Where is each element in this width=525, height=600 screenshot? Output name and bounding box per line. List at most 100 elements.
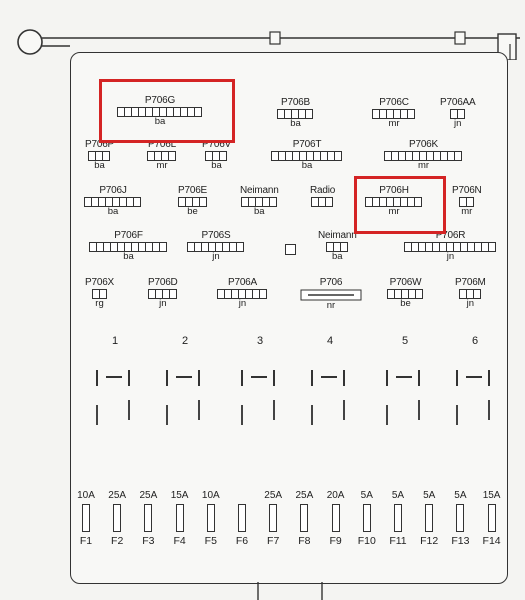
connector-pins xyxy=(440,109,476,119)
connector-pins xyxy=(277,109,313,119)
relay-pin xyxy=(128,400,130,420)
fuse-label: F10 xyxy=(357,535,376,547)
relay-socket xyxy=(386,366,420,388)
fuse-rating: 15A xyxy=(482,490,501,501)
relay-number: 5 xyxy=(402,335,409,347)
connector-color: mr xyxy=(461,206,473,217)
fuse-rating: 10A xyxy=(201,490,220,501)
fuse-body xyxy=(331,504,340,532)
connector-code: P706S xyxy=(201,230,231,241)
connector-color: jn xyxy=(238,298,247,309)
connector-code: P706J xyxy=(99,185,127,196)
connector-pins xyxy=(318,242,357,252)
bottom-bracket xyxy=(257,582,323,600)
fuse-body xyxy=(144,504,153,532)
fuse-rating: 5A xyxy=(423,490,436,501)
connector-code: P706V xyxy=(202,139,232,150)
highlight-box-p706h xyxy=(354,176,446,234)
fuse-label: F11 xyxy=(389,535,407,547)
connector-code: P706P xyxy=(85,139,115,150)
connector-pins xyxy=(177,197,207,207)
relay-socket xyxy=(96,366,130,388)
connector-color: jn xyxy=(212,251,220,262)
connector-pins xyxy=(372,109,415,119)
connector-color: ba xyxy=(254,206,265,217)
fuse-rating: 25A xyxy=(139,490,158,501)
connector-code: P706R xyxy=(435,230,466,241)
relay-number: 1 xyxy=(112,335,119,347)
connector-color: ba xyxy=(301,160,313,171)
fuse-body xyxy=(238,504,246,532)
connector-code: P706X xyxy=(85,277,115,288)
connector-color: mr xyxy=(156,160,168,171)
connector-p706: P706 nr xyxy=(300,277,362,311)
connector-color: ba xyxy=(107,206,119,217)
fuse-rating: 20A xyxy=(326,490,345,501)
relay-number: 4 xyxy=(327,335,334,347)
fuse-label: F4 xyxy=(173,535,186,547)
connector-code: P706E xyxy=(178,185,208,196)
connector-color: jn xyxy=(454,118,462,129)
fuse-label: F14 xyxy=(482,535,501,547)
connector-p706s: P706S jn xyxy=(187,230,244,262)
fuse-body xyxy=(425,504,434,532)
connector-code: P706C xyxy=(379,97,409,108)
connector-code: P706K xyxy=(408,139,439,150)
fuse-body xyxy=(113,504,122,532)
connector-code: P706L xyxy=(148,139,176,150)
fuse-f14: 15A F14 xyxy=(480,490,504,547)
connector-pins xyxy=(217,289,267,299)
fuse-label: F5 xyxy=(204,535,217,547)
connector-code: P706D xyxy=(148,277,178,288)
connector-pins xyxy=(271,151,342,161)
fuse-f10: 5A F10 xyxy=(355,490,379,547)
fuse-f13: 5A F13 xyxy=(448,490,472,547)
connector-code: Radio xyxy=(310,185,336,196)
connector-code: P706H xyxy=(379,185,409,196)
connector-pins xyxy=(84,197,141,207)
fuse-f11: 5A F11 xyxy=(386,490,410,547)
fuse-label: F9 xyxy=(329,535,342,547)
connector-pins xyxy=(202,151,231,161)
connector-P706-mini xyxy=(285,244,296,255)
connector-code: P706 xyxy=(319,277,343,288)
fuse-rating: 5A xyxy=(360,490,373,501)
fuse-rating: 5A xyxy=(391,490,405,501)
fuse-body xyxy=(269,504,278,532)
relay-number: 6 xyxy=(472,335,479,347)
fuse-label: F2 xyxy=(111,535,124,547)
connector-color: nr xyxy=(326,300,336,311)
connector-pins xyxy=(455,289,486,299)
connector-color: ba xyxy=(290,118,301,129)
fuse-body xyxy=(362,504,371,532)
relay-socket xyxy=(311,366,345,388)
fuse-body xyxy=(487,504,496,532)
fuse-label: F6 xyxy=(235,535,249,547)
connector-color: ba xyxy=(123,251,134,262)
fuse-body xyxy=(206,504,215,532)
connector-color: ba xyxy=(94,160,105,171)
connector-color: mr xyxy=(388,206,400,217)
connector-pins xyxy=(365,197,422,207)
highlight-box-p706g xyxy=(99,79,235,143)
connector-radio: Radio xyxy=(310,185,335,207)
connector-p706j: P706J ba xyxy=(84,185,141,217)
connector-pins xyxy=(404,242,496,252)
fuse-label: F13 xyxy=(451,535,470,547)
connector-pins xyxy=(89,242,167,252)
relay-pin xyxy=(488,400,490,420)
connector-pins xyxy=(85,289,114,299)
connector-pins xyxy=(310,197,335,207)
fuse-rating xyxy=(230,490,254,502)
fuse-rating: 5A xyxy=(454,490,467,501)
